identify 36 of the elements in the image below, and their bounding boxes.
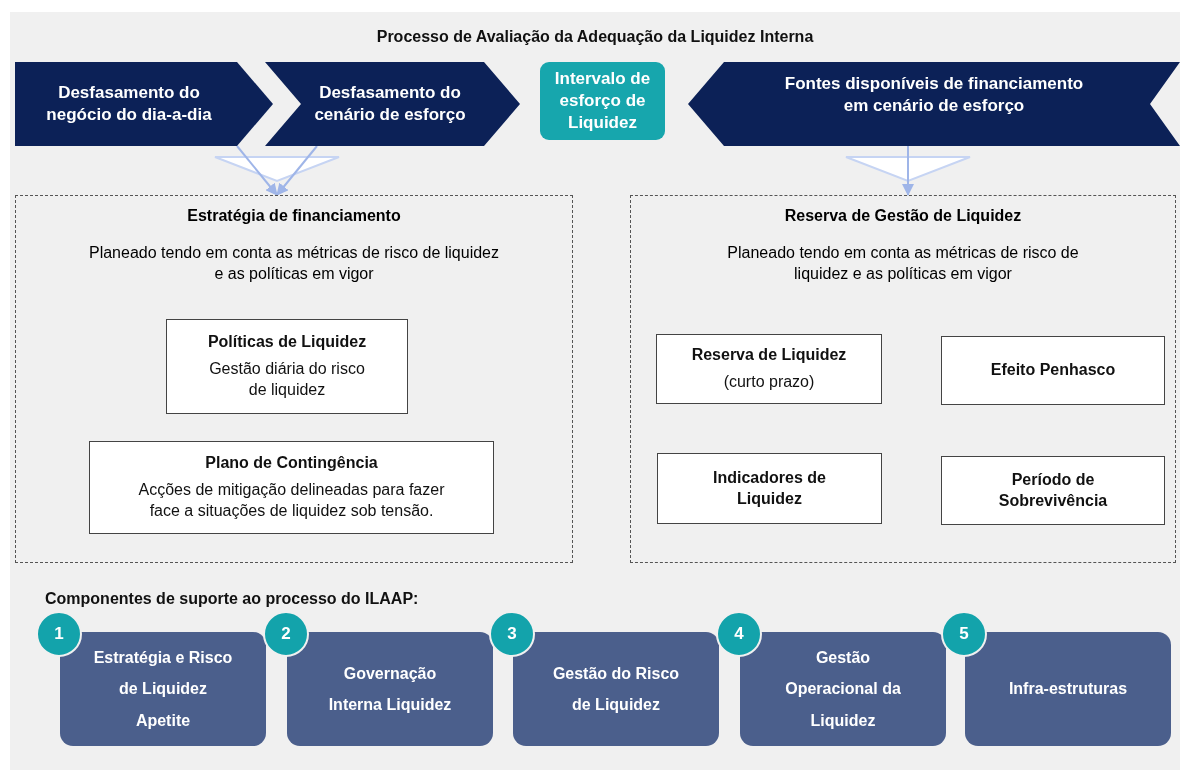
description-text: Gestão diária do risco de liquidez — [208, 359, 366, 400]
chevron-banner — [15, 62, 273, 146]
text-box — [89, 441, 494, 534]
node-label: Intervalo de esforço de Liquidez — [554, 67, 651, 135]
description-text: Planeado tendo em conta as métricas de risco de liquidez e as políticas em vigor — [88, 242, 500, 284]
heading-text: Políticas de Liquidez — [207, 332, 367, 353]
description-text: Planeado tendo em conta as métricas de risco de liquidez e as políticas em vigor — [726, 242, 1080, 284]
node-label: Desfasamento do negócio do dia-a-dia — [45, 81, 213, 126]
node-label: Infra-estruturas — [1008, 679, 1128, 700]
description-text: Acções de mitigação delineadas para fazer face a situações de liquidez sob tensão. — [137, 480, 446, 521]
heading-text: Efeito Penhasco — [990, 360, 1116, 381]
node-label: Governação Interna Liquidez — [327, 663, 453, 715]
text-box — [657, 453, 882, 524]
rounded-box — [540, 62, 665, 140]
node-label: Fontes disponíveis de financiamento em cenário de esforço — [783, 72, 1085, 117]
diagram-title: Processo de Avaliação da Adequação da Liquidez Interna — [375, 28, 815, 46]
heading-text: Período de Sobrevivência — [997, 469, 1109, 511]
chevron-banner — [265, 62, 520, 146]
dashed-panel — [15, 195, 573, 563]
text-box — [941, 456, 1165, 525]
heading-text: Estratégia de financiamento — [187, 206, 401, 226]
node-label: Gestão do Risco de Liquidez — [551, 663, 681, 715]
heading-text: Reserva de Liquidez — [691, 345, 847, 366]
description-text: (curto prazo) — [723, 372, 815, 392]
heading-text: Reserva de Gestão de Liquidez — [784, 206, 1022, 226]
chevron-banner — [688, 62, 1180, 146]
node-label: Estratégia e Risco de Liquidez Apetite — [92, 648, 234, 731]
node-label: Desfasamento do cenário de esforço — [313, 81, 467, 126]
node-label: Gestão Operacional da Liquidez — [784, 648, 902, 731]
heading-text: Indicadores de Liquidez — [712, 467, 827, 509]
heading-text: Plano de Contingência — [205, 453, 378, 474]
dashed-panel — [630, 195, 1176, 563]
text-box — [656, 334, 882, 404]
text-box — [941, 336, 1165, 405]
text-box — [166, 319, 408, 414]
section-heading: Componentes de suporte ao processo do ILAAP: — [45, 590, 419, 608]
